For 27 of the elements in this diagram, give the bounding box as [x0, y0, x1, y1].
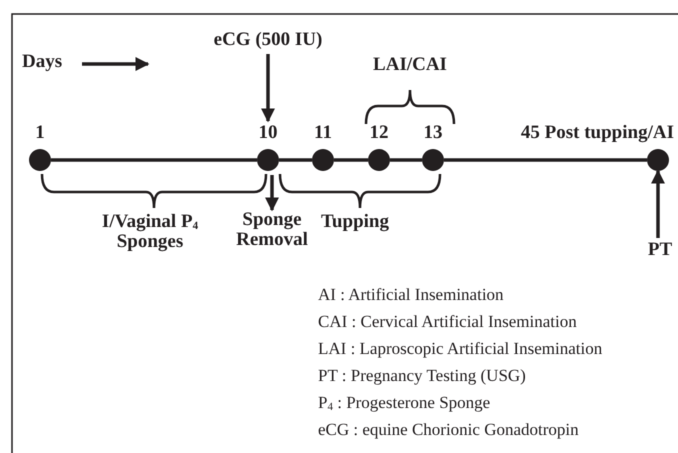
legend-text: AI : Artificial Insemination: [318, 285, 504, 305]
day-label: 45 Post tupping/AI: [520, 123, 674, 143]
timeline-line: [279, 158, 312, 162]
legend-text: PT : Pregnancy Testing (USG): [318, 366, 526, 386]
bracket-label: LAI/CAI: [372, 55, 448, 75]
day-number: 11: [313, 123, 333, 143]
timeline-line: [51, 158, 257, 162]
timeline-line: [444, 158, 647, 162]
event-label: eCG (500 IU): [188, 30, 348, 50]
event-label: PT: [640, 240, 678, 260]
timeline-line: [334, 158, 368, 162]
arrow: [651, 170, 665, 238]
day-number: 10: [258, 123, 278, 143]
legend-text: P$_{4}$ : Progesterone Sponge: [318, 393, 490, 413]
day-number: 13: [422, 123, 444, 143]
arrow: [261, 54, 275, 122]
legend-text: eCG : equine Chorionic Gonadotropin: [318, 420, 579, 440]
bracket-label: I/Vaginal P$_{4}$ Sponges: [100, 212, 200, 252]
event-label: Sponge Removal: [227, 210, 317, 250]
day-number: 12: [368, 123, 390, 143]
timeline-line: [390, 158, 422, 162]
legend-text: CAI : Cervical Artificial Insemination: [318, 312, 577, 332]
day-number: 1: [34, 123, 46, 143]
axis-label: Days: [22, 52, 62, 72]
bracket-label: Tupping: [320, 212, 390, 232]
legend-text: LAI : Laproscopic Artificial Insemination: [318, 339, 602, 359]
arrow: [265, 175, 279, 212]
